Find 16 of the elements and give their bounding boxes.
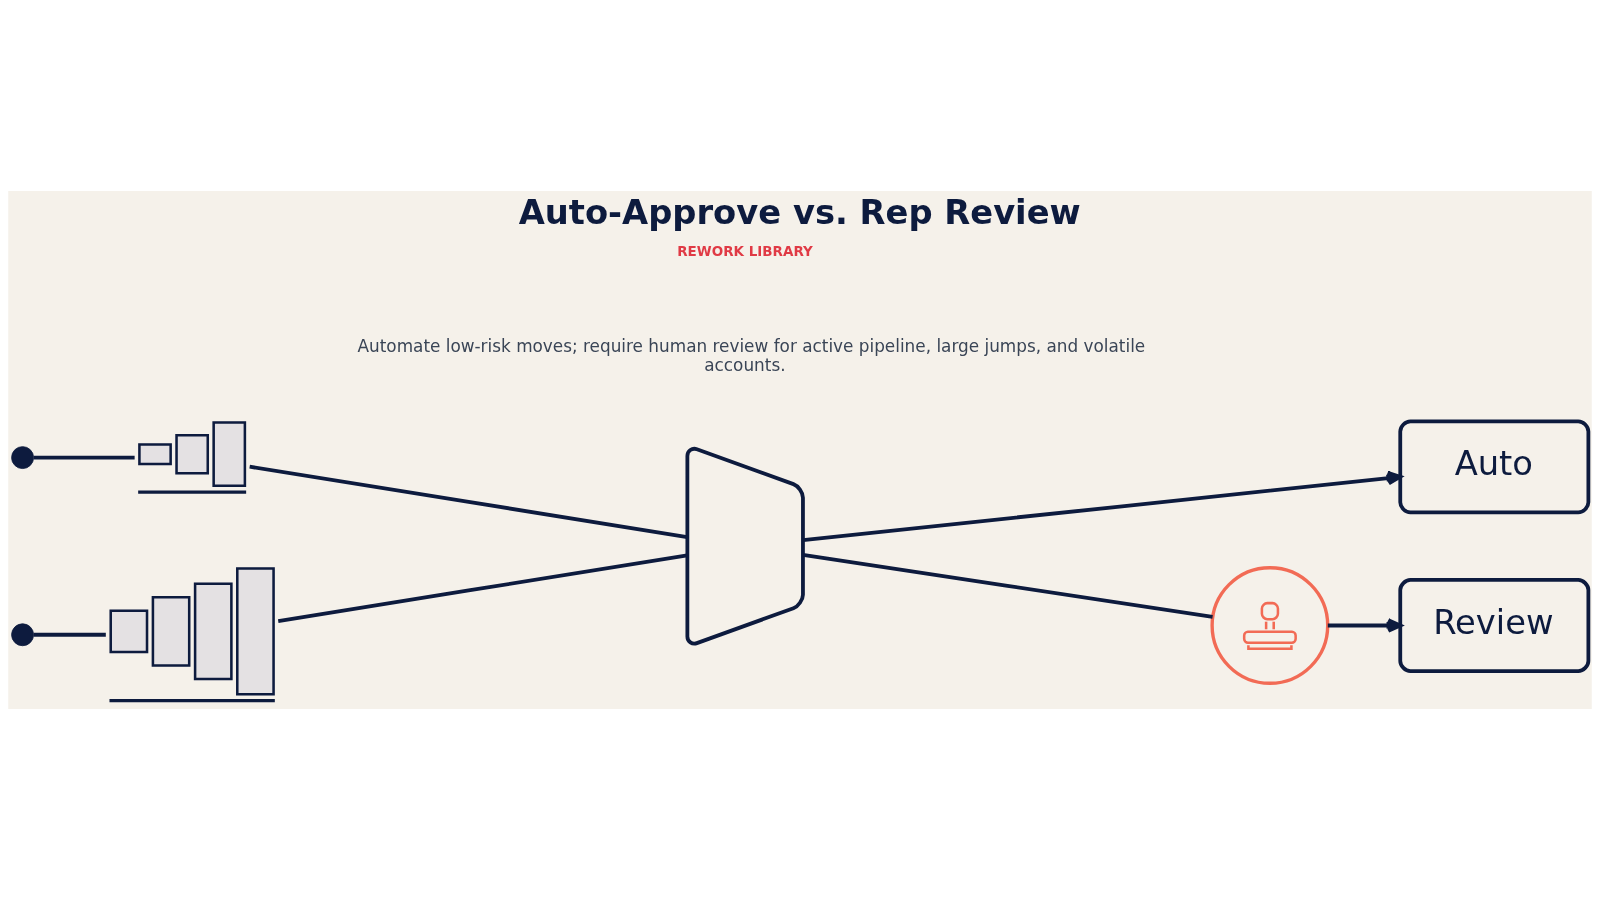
connector xyxy=(33,632,106,637)
node-circle xyxy=(11,623,34,647)
label: Automate low-risk moves; require human review for active pipeline, large jumps, and volatile accounts. xyxy=(357,336,1146,375)
node-circle xyxy=(11,446,34,469)
node-trapezoid xyxy=(685,446,805,646)
connector xyxy=(33,455,135,460)
diagram-title: Auto-Approve vs. Rep Review xyxy=(518,192,1081,232)
connector xyxy=(802,552,1213,619)
node-box: Auto xyxy=(1398,419,1591,515)
node-box: Review xyxy=(1398,578,1591,673)
node-picture xyxy=(1210,566,1330,685)
connector xyxy=(249,464,688,539)
label: REWORK LIBRARY xyxy=(677,242,813,259)
arrow xyxy=(1327,618,1403,633)
arrow xyxy=(802,470,1402,542)
connector xyxy=(277,553,688,623)
